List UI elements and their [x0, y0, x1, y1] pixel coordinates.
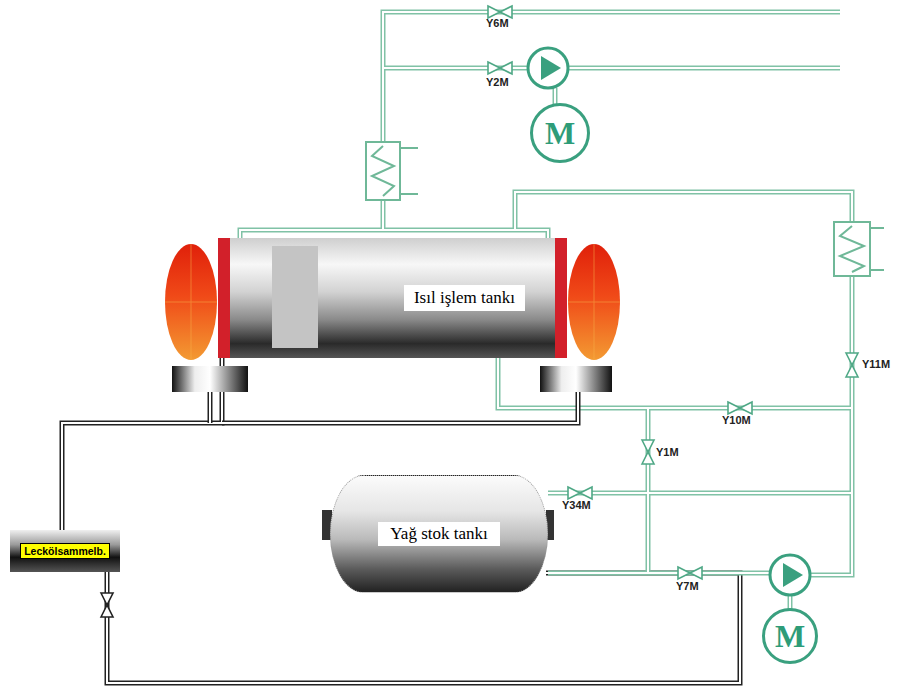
heat-exchanger-stub — [400, 148, 418, 194]
tank-foot — [540, 366, 612, 392]
heat-exchanger — [834, 222, 884, 276]
motor-circle: M — [530, 103, 590, 163]
valve-label: Y34M — [562, 499, 591, 512]
heat-exchanger — [366, 142, 418, 200]
valve-label: Y10M — [722, 414, 751, 427]
heat-exchanger-box — [366, 142, 400, 200]
oil-stock-tank: Yağ stok tankı — [330, 475, 548, 593]
node-text: M — [545, 117, 575, 149]
valve-symbol — [101, 593, 113, 617]
motor-circle: M — [762, 608, 818, 664]
node-text: Leckölsammelb. — [20, 543, 110, 559]
tank-flange — [218, 238, 230, 358]
burner — [568, 244, 620, 360]
valve-group — [101, 593, 113, 617]
valve-symbol — [678, 567, 702, 579]
node-text: M — [775, 620, 805, 652]
pump-arrow — [541, 56, 561, 80]
valve-label: Y7M — [676, 580, 699, 593]
valve-symbol — [488, 6, 512, 18]
valve-label: Y1M — [656, 446, 679, 459]
drain-pipe — [210, 392, 578, 423]
tank-foot — [172, 366, 248, 392]
node-text: Isıl işlem tankı — [404, 285, 525, 311]
valve-symbol — [488, 62, 512, 74]
leak-oil-collector: Leckölsammelb. — [10, 530, 120, 572]
valve-symbol — [846, 353, 858, 377]
heat-exchanger-coil — [840, 226, 864, 272]
valve-symbol — [568, 487, 592, 499]
pump — [528, 48, 568, 88]
valve-label: Y6M — [486, 17, 509, 30]
heat-exchanger-stub — [870, 228, 884, 270]
heat-exchanger-box — [834, 222, 870, 276]
tank-door — [272, 246, 318, 348]
pump-casing — [528, 48, 568, 88]
burner — [165, 244, 217, 360]
tank-flange — [555, 238, 567, 358]
burner-sector — [568, 244, 620, 360]
valve-symbol — [728, 402, 752, 414]
pump — [770, 555, 810, 595]
valve-label: Y11M — [862, 358, 890, 371]
valve-symbol — [642, 440, 654, 464]
valve-label: Y2M — [486, 76, 509, 89]
node-text: Yağ stok tankı — [378, 522, 499, 546]
heat-treatment-tank: Isıl işlem tankı — [218, 238, 567, 358]
burner-sector — [165, 244, 217, 360]
pump-arrow — [783, 563, 803, 587]
heat-exchanger-coil — [372, 146, 394, 196]
pump-casing — [770, 555, 810, 595]
drain-pipe-core — [210, 392, 578, 423]
